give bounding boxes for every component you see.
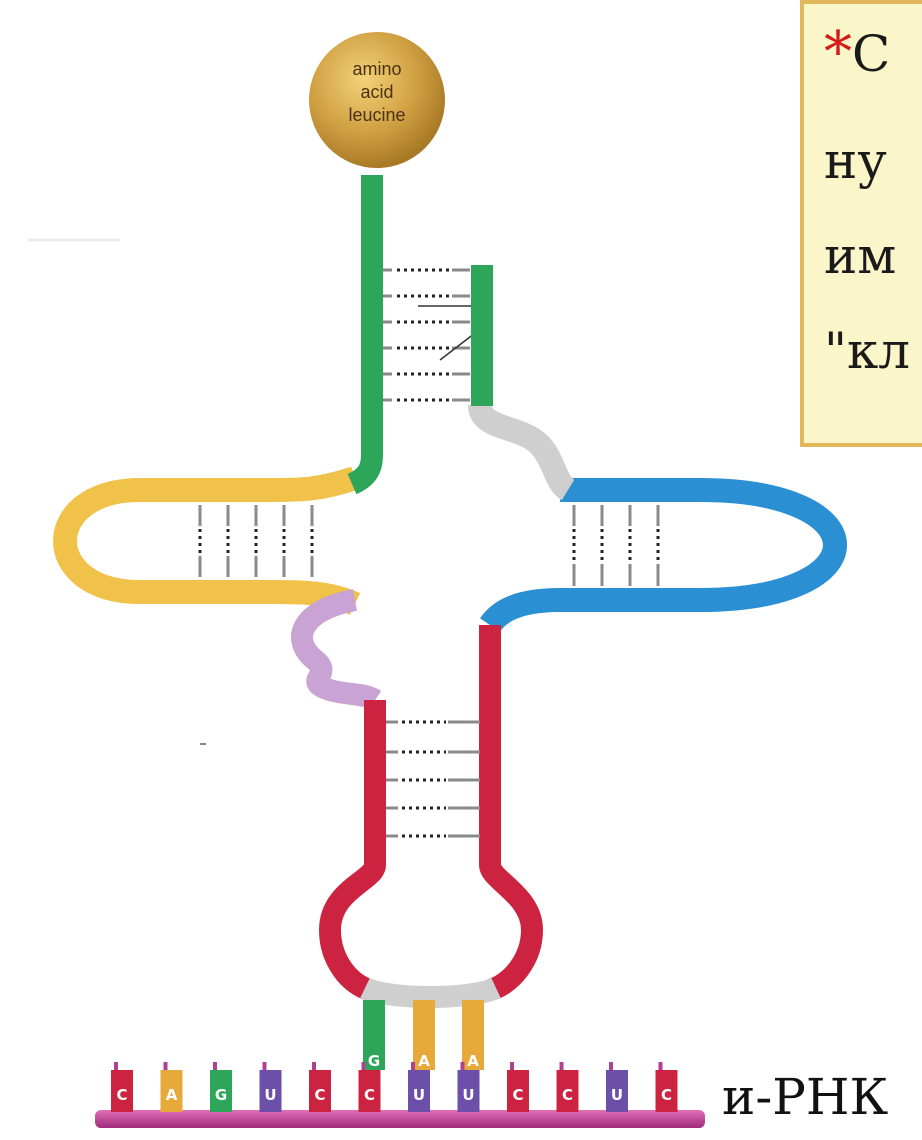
t-stem-pairs: [572, 505, 660, 586]
anticodon-loop: [360, 977, 501, 1008]
mrna-base-letter: C: [562, 1086, 573, 1104]
mrna-base-body: [210, 1070, 232, 1112]
mrna-base: U: [408, 1062, 430, 1112]
mrna-base-letter: U: [611, 1086, 623, 1104]
mrna-base: C: [309, 1062, 331, 1112]
callout-line-4: "кл: [824, 322, 911, 380]
mrna-base: C: [655, 1062, 678, 1112]
anticodon-letter-3: A: [467, 1052, 479, 1070]
variable-loop: [291, 589, 382, 710]
anticodon-letter-2: A: [418, 1052, 430, 1070]
mrna-base-body: [111, 1070, 133, 1112]
text-callout: *С ну им "кл: [800, 0, 922, 447]
mrna-base: U: [606, 1062, 628, 1112]
mrna-base: C: [556, 1062, 579, 1112]
anticodon-letter-1: G: [368, 1052, 380, 1070]
mrna-base-body: [655, 1070, 678, 1112]
anticodon-base-2: [413, 1000, 435, 1070]
mrna-base-letter: C: [364, 1086, 375, 1104]
mrna-base-letter: C: [116, 1086, 127, 1104]
d-arm: [53, 466, 361, 616]
anticodon-base-1: [363, 1000, 385, 1070]
mrna-base: C: [358, 1062, 381, 1112]
t-arm: [480, 478, 847, 633]
acceptor-hbonds: [397, 268, 450, 402]
amino-acid-label-line1: amino: [352, 59, 401, 79]
anticodon-arm-right: [479, 625, 544, 1001]
amino-acid-ball: [309, 32, 445, 168]
mrna-base-body: [358, 1070, 381, 1112]
mrna-base-letter: U: [413, 1086, 425, 1104]
mrna-base-body: [507, 1070, 529, 1112]
callout-line-3: им: [824, 227, 897, 285]
mrna-base-letter: C: [661, 1086, 672, 1104]
mrna-backbone: [95, 1110, 705, 1128]
mrna-base-letter: A: [166, 1086, 178, 1104]
amino-acid-label-line2: acid: [360, 82, 393, 102]
mrna-base: A: [160, 1062, 183, 1112]
callout-line-2: ну: [824, 132, 887, 190]
callout-line-1-text: С: [852, 25, 891, 83]
mrna-base-body: [556, 1070, 579, 1112]
acceptor-t-connector: [468, 403, 576, 501]
acceptor-stem-left: [347, 175, 383, 495]
mrna-base: C: [507, 1062, 529, 1112]
amino-acid-label-line3: leucine: [348, 105, 405, 125]
d-stem-pairs: [198, 505, 314, 577]
asterisk: *: [824, 20, 852, 85]
mrna-base: U: [259, 1062, 282, 1112]
mrna-base-letter: C: [512, 1086, 523, 1104]
mrna-base-letter: C: [314, 1086, 325, 1104]
mrna-base: C: [111, 1062, 133, 1112]
mrna-base-letter: U: [264, 1086, 276, 1104]
mrna-base-letter: G: [215, 1086, 227, 1104]
callout-line-1: *С: [824, 20, 890, 85]
mrna-base: U: [457, 1062, 480, 1112]
mrna-base-body: [309, 1070, 331, 1112]
mrna-base-letter: U: [462, 1086, 474, 1104]
mrna-base-body: [457, 1070, 480, 1112]
mrna-base-body: [259, 1070, 282, 1112]
anticodon-arm-left: [318, 700, 386, 1001]
anticodon-base-3: [462, 1000, 484, 1070]
mrna-base: G: [210, 1062, 232, 1112]
mrna-label: и-РНК: [722, 1068, 889, 1126]
anticodon-stem-pairs: [386, 720, 480, 838]
mrna-base-body: [408, 1070, 430, 1112]
mrna-base-body: [606, 1070, 628, 1112]
anticodon-bases: G A A: [363, 1000, 484, 1070]
mrna-base-body: [160, 1070, 183, 1112]
